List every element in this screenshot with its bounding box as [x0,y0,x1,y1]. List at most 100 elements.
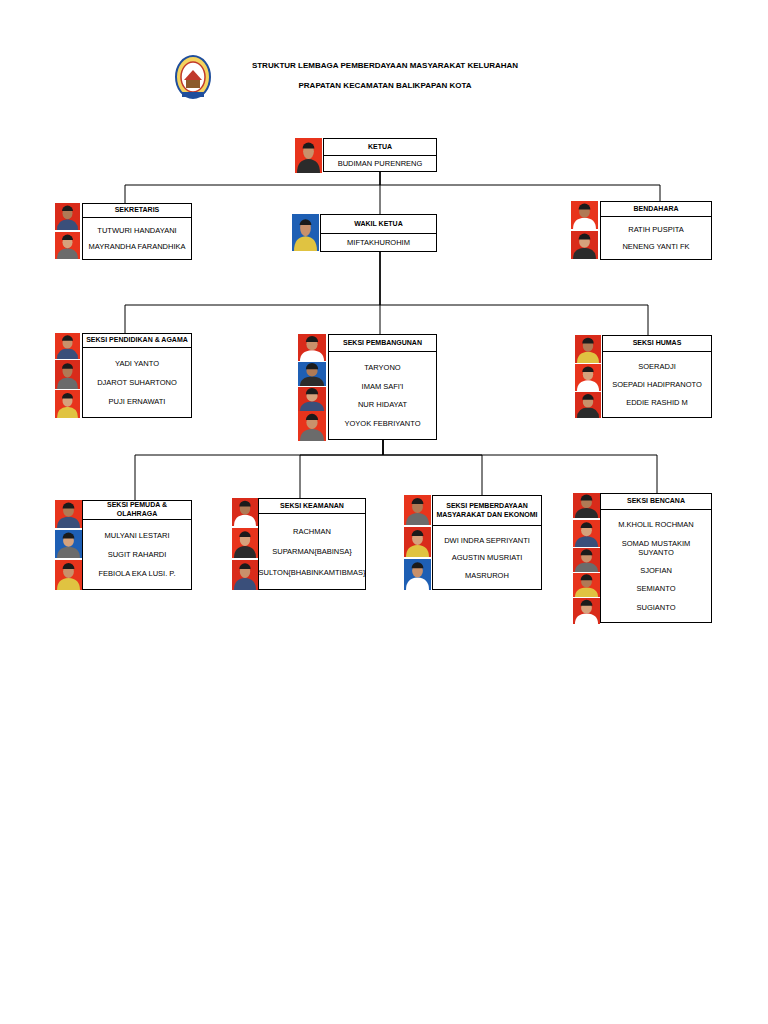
member-photo [232,560,258,590]
member-name: RACHMAN [293,527,331,536]
role-heading: WAKIL KETUA [321,215,436,234]
member-name: SUGIT RAHARDI [108,550,167,559]
member-photo [404,559,431,590]
org-connector [383,440,657,493]
photo-background [571,231,598,259]
photo-body [57,349,78,359]
photo-hair [303,143,315,149]
member-photo [575,392,601,418]
photo-body [57,578,80,590]
member-list: RACHMANSUPARMAN{BABINSA}SULTON{BHABINKAM… [259,514,365,589]
photo-hair [581,495,593,501]
org-connector [125,252,380,333]
member-list: SOERADJISOEPADI HADIPRANOTOEDDIE RASHID … [603,352,711,417]
member-photo [55,360,80,389]
member-name: SUGIANTO [636,603,675,612]
photo-body [57,219,78,230]
photo-background [232,528,258,558]
member-photo [55,390,80,418]
member-photo [232,528,258,558]
member-list: M.KHOLIL ROCHMAN SOMAD MUSTAKIM SUYANTO SJ… [601,510,711,622]
member-photo [298,387,326,411]
photo-hair [63,532,75,538]
photo-background [55,560,82,590]
member-name: DWI INDRA SEPRIYANTI [444,536,530,545]
role-heading: SEKSI PEMBANGUNAN [329,335,436,352]
photo-background [298,387,326,411]
photo-background [404,559,431,590]
member-name: TARYONO [364,363,400,372]
photo-body [573,218,596,229]
photo-background [55,232,80,259]
member-name: DJAROT SUHARTONO [97,378,177,387]
role-box: SEKRETARISTUTWURI HANDAYANIMAYRANDHA FAR… [82,203,192,260]
photo-body [300,350,324,361]
member-photo [55,333,80,359]
photo-hair [239,501,250,507]
photo-background [55,530,82,558]
member-name: PUJI ERNAWATI [109,397,166,406]
photo-background [573,573,600,597]
member-photo [573,493,600,518]
member-name: YADI YANTO [115,359,159,368]
emblem-logo [176,56,210,98]
member-list: RATIH PUSPITA NENENG YANTI FK [601,217,711,259]
org-connector [380,252,648,335]
photo-hair [412,562,424,568]
member-photo [298,362,326,386]
photo-background [573,520,600,547]
role-heading: SEKSI PENDIDIKAN & AGAMA [83,334,191,348]
photo-background [575,392,601,418]
photo-hair [300,219,312,225]
member-photo [573,520,600,547]
photo-hair [581,549,593,555]
member-name: NENENG YANTI FK [622,242,689,251]
photo-body [234,546,256,558]
photo-body [406,545,429,557]
member-photo [55,560,82,590]
photo-hair [62,235,73,240]
photo-body [575,562,598,572]
photo-hair [581,574,593,580]
photo-body [300,429,324,441]
member-name: M.KHOLIL ROCHMAN [618,520,694,529]
member-list: TARYONOIMAM SAFI'INUR HIDAYATYOYOK FEBRI… [329,352,436,439]
member-name: SOEPADI HADIPRANOTO [612,380,702,389]
chart-title: STRUKTUR LEMBAGA PEMBERDAYAAN MASYARAKAT… [240,56,530,96]
role-heading: SEKSI BENCANA [601,494,711,510]
member-name: RATIH PUSPITA [628,225,684,234]
photo-hair [62,206,73,212]
member-photo [55,232,80,259]
member-photo [571,201,598,229]
photo-body [406,578,429,590]
member-photo [55,203,80,230]
photo-body [297,159,320,173]
member-name: SOMAD MUSTAKIM SUYANTO [605,539,707,557]
member-list: YADI YANTO DJAROT SUHARTONO PUJI ERNAWATI [83,348,191,417]
photo-background [55,203,80,230]
photo-body [300,401,324,411]
member-list: DWI INDRA SEPRIYANTIAGUSTIN MUSRIATIMASR… [433,526,541,589]
photo-hair [306,336,318,342]
role-box: SEKSI PENDIDIKAN & AGAMA YADI YANTO DJAROT… [82,333,192,418]
member-list: MULYANI LESTARISUGIT RAHARDIFEBIOLA EKA … [83,520,191,590]
member-name: SULTON{BHABINKAMTIBMAS} [259,568,366,577]
member-name: MASRUROH [465,571,509,580]
photo-hair [582,366,593,372]
member-photo [571,231,598,259]
role-box: WAKIL KETUAMIFTAKHUROHIM [320,214,437,252]
member-name: SJOFIAN [640,566,672,575]
role-box: SEKSI PEMUDA & OLAHRAGAMULYANI LESTARISU… [82,500,192,590]
photo-body [577,408,599,418]
role-heading: SEKSI HUMAS [603,336,711,352]
member-photo [573,548,600,572]
photo-hair [306,388,318,394]
member-list: BUDIMAN PURENRENG [324,156,436,171]
role-heading: SEKSI PEMBERDAYAAN MASYARAKAT DAN EKONOM… [433,496,541,526]
photo-hair [412,530,424,536]
role-box: SEKSI HUMASSOERADJISOEPADI HADIPRANOTOED… [602,335,712,418]
photo-body [57,517,80,528]
photo-hair [581,522,593,528]
photo-hair [412,498,424,504]
role-box: SEKSI PEMBERDAYAAN MASYARAKAT DAN EKONOM… [432,495,542,590]
